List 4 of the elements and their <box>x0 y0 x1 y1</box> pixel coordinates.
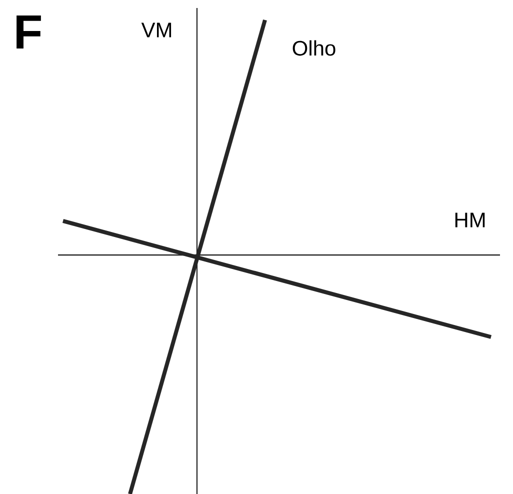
panel-letter: F <box>16 15 41 48</box>
line-label: Olho <box>292 40 336 56</box>
axis-label: VM <box>141 22 172 38</box>
axis-label: HM <box>455 212 485 228</box>
